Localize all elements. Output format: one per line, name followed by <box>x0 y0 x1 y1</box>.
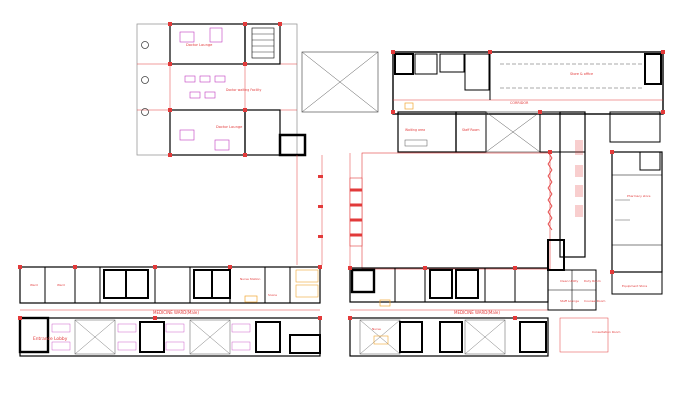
north-east-block: Store & office CORRIDOR <box>392 51 664 115</box>
counsel-room-label: Counsel Room <box>584 299 606 303</box>
corridor-label: CORRIDOR <box>510 101 529 105</box>
staff-room-label: Staff Room <box>462 128 480 132</box>
ward-room-b-label: Ward <box>57 283 65 287</box>
medicine-ward-left-label: MEDICINE WARD(Male) <box>153 310 199 315</box>
west-connector <box>296 155 323 265</box>
waiting-area-label: Waiting area <box>405 128 425 132</box>
clean-utility-label: Clean Utility <box>560 279 579 283</box>
central-courtyard-outline <box>361 152 551 270</box>
pharmacy-store-label: Pharmacy store <box>627 194 651 198</box>
sluice-label: Sluice <box>268 293 277 297</box>
fixtures <box>244 102 414 307</box>
ward-room-a-label: Ward <box>30 283 38 287</box>
equipment-store-label: Equipment Store <box>622 284 647 288</box>
entrance-lobby-label: Entrance Lobby <box>33 336 68 342</box>
south-east-ward: MEDICINE WARD(Male) Nurse <box>349 267 549 357</box>
nw-block-outline <box>136 23 298 156</box>
central-courtyard <box>349 151 565 271</box>
doctor-lounge-bottom-label: Doctor Lounge <box>216 125 243 129</box>
medicine-ward-right-label: MEDICINE WARD(Male) <box>454 310 500 315</box>
east-wing: Pharmacy store Equipment Store <box>559 111 663 295</box>
nurse-label: Nurse <box>372 327 381 331</box>
doctor-lounge-mid-label: Doctor waiting Facility <box>226 88 261 92</box>
east-middle-block: Waiting area Staff Room <box>397 111 661 153</box>
duty-room-label: Duty Room <box>584 279 601 283</box>
nurse-station-label: Nurse Station <box>240 277 261 281</box>
staff-lounge-label: Staff Lounge <box>560 299 579 303</box>
north-courtyard <box>301 51 379 113</box>
column-grid <box>18 50 665 320</box>
store-office-label: Store & office <box>570 72 593 76</box>
south-west-ward: Entrance Lobby MEDICINE WARD(Male) Ward … <box>18 266 321 357</box>
south-east-annex: Clean Utility Duty Room Staff Lounge Cou… <box>547 269 620 353</box>
doctor-lounge-top-label: Doctor Lounge <box>186 43 213 47</box>
consultation-room-label: Consultation Room <box>592 330 620 334</box>
north-west-block: Doctor Lounge Doctor waiting Facility Do… <box>136 22 307 157</box>
